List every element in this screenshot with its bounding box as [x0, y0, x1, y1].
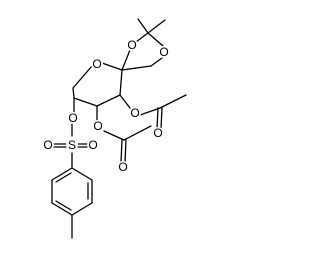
bond-carbonyl-double-upper-b [160, 107, 163, 130]
bond-carbonyl-methyl-lower [123, 125, 152, 141]
bond-aryl-3-4 [51, 202, 73, 216]
bond-aryl-inner-a [55, 172, 72, 183]
svg-text:O: O [43, 138, 52, 152]
bond-aryl-6-1 [71, 167, 93, 181]
bond-o-right-ch2 [150, 57, 163, 67]
svg-text:O: O [127, 38, 136, 52]
svg-text:O: O [159, 45, 168, 59]
bond-carbonyl-double-lower-b [124, 139, 127, 163]
atom-carbonyl-o-lower: O [117, 160, 129, 174]
svg-text:O: O [88, 138, 97, 152]
svg-text:O: O [92, 57, 101, 71]
atom-carbonyl-o-upper: O [152, 126, 164, 140]
bond-carbonyl-double-upper-a [156, 107, 159, 130]
bond-ring-c2-c3 [119, 69, 123, 96]
bonds [51, 18, 187, 239]
bond-aryl-4-5 [71, 202, 93, 216]
svg-text:O: O [93, 119, 102, 133]
bond-ring-o-c2 [101, 62, 123, 71]
bond-cme2-o-right [147, 32, 164, 47]
bond-ring-c5-c6 [72, 87, 75, 99]
bond-cme2-methyl-right [147, 19, 166, 34]
bond-aryl-1-2 [51, 167, 73, 181]
bond-carbonyl-double-lower-a [120, 139, 123, 163]
atom-sulfonyl-o-right: O [87, 138, 99, 152]
svg-text:O: O [68, 111, 77, 125]
bond-ring-c4-c5 [73, 97, 98, 107]
bond-ch2-c2 [121, 65, 152, 71]
atom-ester-o-upper: O [129, 106, 141, 120]
atom-sulfonyl-o-left: O [42, 138, 54, 152]
bond-ring-c3-c4 [96, 94, 121, 107]
svg-text:O: O [118, 160, 127, 174]
bond-aryl-inner-b [55, 200, 72, 211]
svg-text:O: O [153, 126, 162, 140]
bond-o-top-cme2 [135, 32, 149, 43]
structure-canvas: O O O O O O O O [42, 18, 187, 239]
svg-text:O: O [130, 106, 139, 120]
atom-ester-o-lower: O [92, 119, 104, 133]
bond-ring-c6-o [72, 65, 93, 89]
bond-ester-o-carbonyl-c-lower [103, 130, 125, 141]
atom-sulfonate-o: O [67, 111, 79, 125]
atom-ring-oxygen: O [91, 57, 103, 71]
bond-c2-o-top [121, 49, 131, 71]
bond-ester-o-carbonyl-c-upper [139, 107, 161, 116]
bond-carbonyl-methyl-upper [159, 94, 187, 109]
atom-sulfur: S [66, 138, 78, 152]
atom-dioxolane-o-right: O [158, 45, 170, 59]
svg-text:S: S [68, 138, 76, 152]
bond-cme2-methyl-left [137, 18, 149, 34]
bond-c3-ester-o-upper [119, 94, 131, 109]
chemical-structure-diagram: O O O O O O O O [42, 18, 187, 239]
atom-labels: O O O O O O O O [42, 38, 170, 174]
atom-dioxolane-o-top: O [126, 38, 138, 52]
